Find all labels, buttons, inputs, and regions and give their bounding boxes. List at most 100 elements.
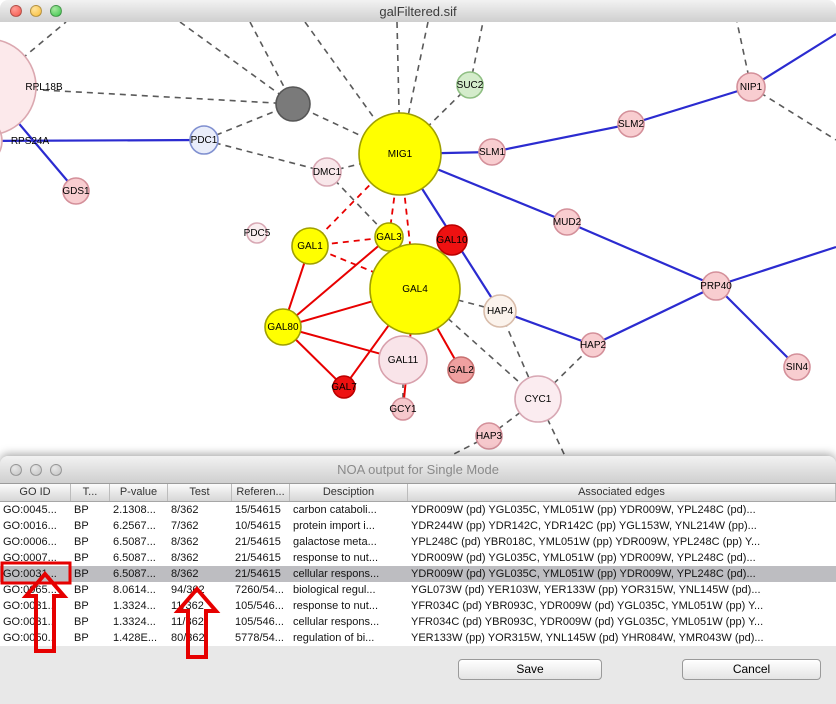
node-label-GAL11: GAL11 (388, 355, 419, 366)
node-PDC5[interactable] (246, 222, 268, 244)
column-header[interactable]: Desciption (290, 484, 408, 501)
table-cell: biological regul... (293, 584, 376, 596)
table-cell: GO:0031... (3, 568, 57, 580)
table-cell: 11/362 (171, 600, 204, 612)
table-cell: BP (74, 616, 89, 628)
table-cell: 21/54615 (235, 536, 281, 548)
node-GAL4[interactable] (369, 243, 461, 335)
edge-NIP1-offscreen (750, 86, 836, 141)
graph-window-titlebar[interactable]: galFiltered.sif (0, 0, 836, 23)
save-button[interactable]: Save (458, 659, 602, 680)
node-SUC2[interactable] (456, 71, 484, 99)
node-label-GAL2: GAL2 (448, 365, 474, 376)
node-RPS24A[interactable] (0, 117, 3, 165)
table-cell: YDR244W (pp) YDR142C, YDR142C (pp) YGL15… (411, 520, 757, 532)
node-label-SLM1: SLM1 (479, 147, 506, 158)
node-GAL2[interactable] (447, 356, 475, 384)
table-cell: 6.5087... (113, 568, 156, 580)
edge-SLM1-SLM2 (491, 122, 632, 154)
node-HAP2[interactable] (580, 332, 606, 358)
table-cell: GO:0050... (3, 632, 57, 644)
node-GAL80[interactable] (264, 308, 302, 346)
zoom-button[interactable] (50, 463, 62, 476)
column-header[interactable]: Referen... (232, 484, 290, 501)
table-cell: 7260/54... (235, 584, 284, 596)
node-GAL11[interactable] (378, 335, 428, 385)
node-GAL1[interactable] (291, 227, 329, 265)
node-label-GAL7: GAL7 (331, 382, 357, 393)
table-cell: GO:0006... (3, 536, 57, 548)
close-button[interactable] (10, 5, 22, 17)
table-cell: 21/54615 (235, 552, 281, 564)
table-cell: BP (74, 536, 89, 548)
node-label-CYC1: CYC1 (525, 394, 552, 405)
node-GAL7[interactable] (332, 375, 356, 399)
node-label-PDC1: PDC1 (191, 135, 218, 146)
minimize-button[interactable] (30, 5, 42, 17)
noa-window-title: NOA output for Single Mode (337, 462, 499, 477)
noa-window-titlebar[interactable]: NOA output for Single Mode (0, 456, 836, 484)
node-MUD2[interactable] (553, 208, 581, 236)
node-CYC1[interactable] (514, 375, 562, 423)
node-label-HAP4: HAP4 (487, 306, 514, 317)
cancel-button[interactable]: Cancel (682, 659, 821, 680)
column-header[interactable]: T... (71, 484, 110, 501)
table-cell: response to nut... (293, 552, 378, 564)
column-header[interactable]: P-value (110, 484, 168, 501)
node-unnamed[interactable] (275, 86, 311, 122)
table-cell: BP (74, 552, 89, 564)
node-label-GAL10: GAL10 (436, 235, 468, 246)
table-cell: YPL248C (pd) YBR018C, YML051W (pp) YDR00… (411, 536, 761, 548)
node-GDS1[interactable] (62, 177, 90, 205)
node-SLM2[interactable] (617, 110, 645, 138)
node-NIP1[interactable] (736, 72, 766, 102)
node-HAP4[interactable] (483, 294, 517, 328)
table-cell: 8/362 (171, 568, 199, 580)
node-PRP40[interactable] (701, 271, 731, 301)
node-HAP3[interactable] (475, 422, 503, 450)
table-cell: 15/54615 (235, 504, 281, 516)
node-GAL10[interactable] (436, 224, 468, 256)
node-SIN4[interactable] (783, 353, 811, 381)
column-header[interactable]: Test (168, 484, 232, 501)
minimize-button[interactable] (30, 463, 42, 476)
node-MIG1[interactable] (358, 112, 442, 196)
column-header[interactable]: GO ID (0, 484, 71, 501)
table-cell: 80/362 (171, 632, 205, 644)
node-label-GAL4: GAL4 (402, 284, 428, 295)
table-cell: 8.0614... (113, 584, 156, 596)
zoom-button[interactable] (50, 5, 62, 17)
table-cell: GO:0007... (3, 552, 57, 564)
node-PDC1[interactable] (189, 125, 219, 155)
table-cell: carbon cataboli... (293, 504, 377, 516)
table-cell: YGL073W (pd) YER103W, YER133W (pp) YOR31… (411, 584, 761, 596)
table-cell: BP (74, 504, 89, 516)
table-cell: YFR034C (pd) YBR093C, YDR009W (pd) YGL03… (411, 616, 764, 628)
node-SLM1[interactable] (478, 138, 506, 166)
node-RPL18B[interactable] (0, 39, 37, 135)
node-GCY1[interactable] (391, 397, 415, 421)
edge-HAP2-PRP40 (592, 285, 717, 346)
table-cell: 10/54615 (235, 520, 281, 532)
edge-PRP40-SIN4 (715, 285, 798, 368)
table-cell: 8/362 (171, 504, 199, 516)
node-GAL3[interactable] (374, 222, 404, 252)
close-button[interactable] (10, 463, 22, 476)
column-header[interactable]: Associated edges (408, 484, 836, 501)
node-DMC1[interactable] (312, 157, 342, 187)
node-label-SLM2: SLM2 (618, 119, 645, 130)
table-cell: 11/362 (171, 616, 204, 628)
